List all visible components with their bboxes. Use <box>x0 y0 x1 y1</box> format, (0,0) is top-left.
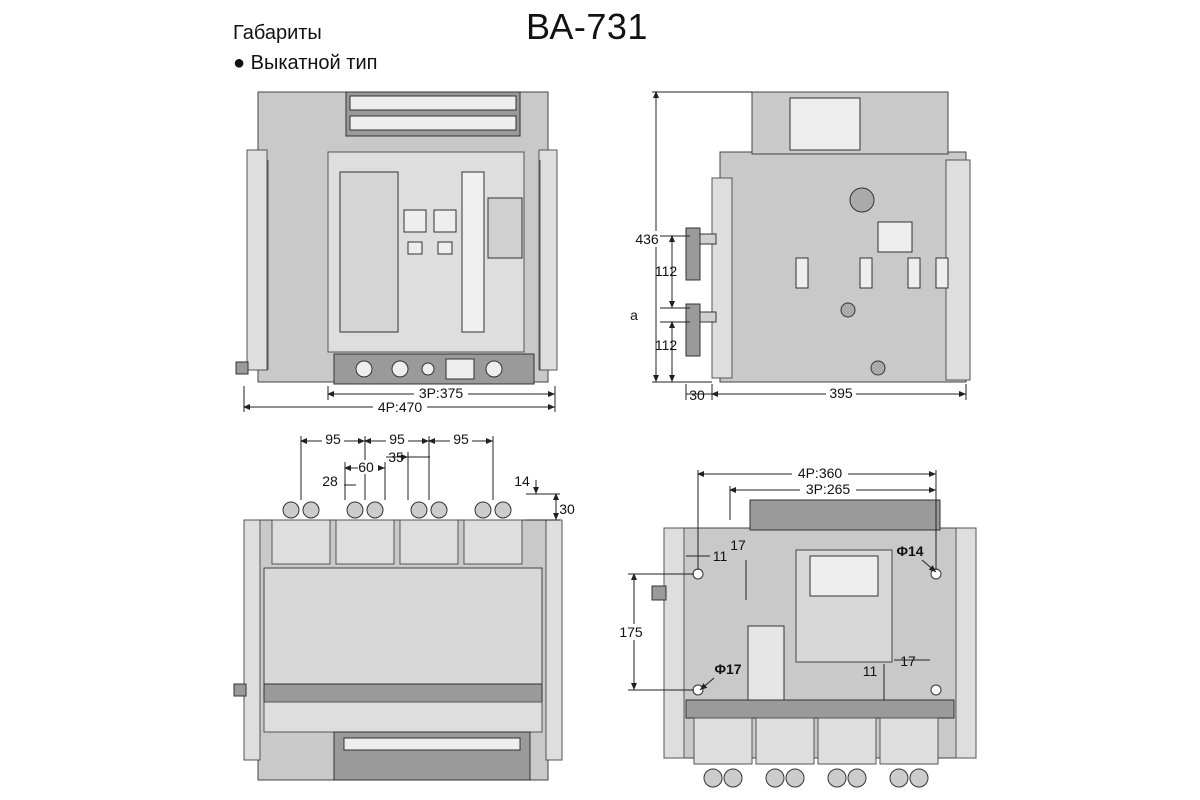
top-pitch-3: 95 <box>453 431 469 447</box>
bottom-dim-11-top: 11 <box>713 548 728 564</box>
side-view: 436 112 a 112 30 395 <box>630 91 971 403</box>
bottom-terminals <box>693 717 939 788</box>
top-pitch-1: 95 <box>325 431 341 447</box>
bottom-hole-14: Φ14 <box>896 543 923 559</box>
bottom-dim-17-bottom: 17 <box>900 653 916 669</box>
top-dim-14: 14 <box>514 473 530 489</box>
front-view: 3P:375 4P:470 <box>235 91 558 415</box>
side-dim-height: 436 <box>635 231 659 247</box>
page-title: ВА-731 <box>526 6 648 47</box>
top-dim-35: 35 <box>388 449 404 465</box>
bottom-dim-175: 175 <box>619 624 643 640</box>
top-dim-30: 30 <box>559 501 575 517</box>
type-bullet: ● Выкатной тип <box>233 52 378 74</box>
side-dim-a: a <box>630 307 638 323</box>
pole-terminals <box>271 501 523 565</box>
section-subtitle: Габариты <box>233 22 322 44</box>
top-pitch-2: 95 <box>389 431 405 447</box>
bottom-dim-3p: 3P:265 <box>806 481 851 497</box>
bottom-view: 4P:360 3P:265 11 17 Φ14 175 Φ17 17 11 <box>616 465 977 788</box>
side-dim-upper: 112 <box>655 263 678 279</box>
terminal-strip <box>349 95 517 131</box>
top-dim-28: 28 <box>322 473 338 489</box>
bottom-dim-4p: 4P:360 <box>798 465 843 481</box>
bottom-hole-17: Φ17 <box>714 661 741 677</box>
front-dim-4p: 4P:470 <box>378 399 423 415</box>
top-dim-60: 60 <box>358 459 374 475</box>
top-view: 95 95 95 60 35 28 14 30 <box>233 431 575 781</box>
side-dim-left: 30 <box>689 387 705 403</box>
side-dim-depth: 395 <box>829 385 853 401</box>
front-dim-3p: 3P:375 <box>419 385 464 401</box>
bottom-dim-17-top: 17 <box>730 537 746 553</box>
side-dim-lower: 112 <box>655 337 678 353</box>
bottom-dim-11-bottom: 11 <box>863 663 878 679</box>
